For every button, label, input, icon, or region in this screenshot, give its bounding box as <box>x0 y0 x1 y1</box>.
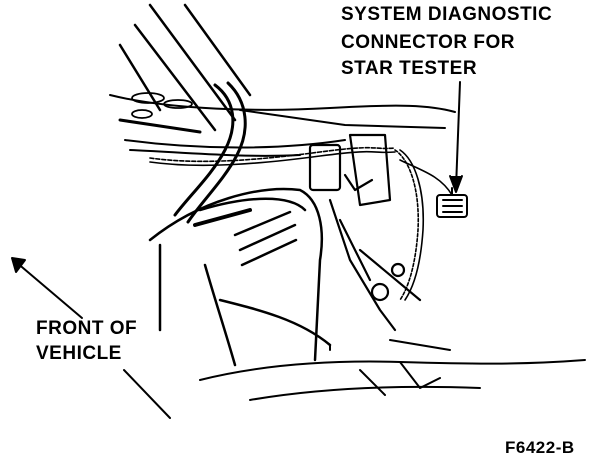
front-of-vehicle-label-line-2: VEHICLE <box>36 343 122 364</box>
wiring-harness <box>149 146 453 301</box>
defrost-vents <box>118 92 202 134</box>
callout-label-line-1: SYSTEM DIAGNOSTIC <box>341 4 553 25</box>
figure-code: F6422-B <box>505 438 575 457</box>
callout-label-line-2: CONNECTOR FOR <box>341 32 515 53</box>
front-of-vehicle-label-line-1: FRONT OF <box>36 318 138 339</box>
dashboard-contour <box>109 94 456 157</box>
pedal-bracket <box>308 133 422 332</box>
diagnostic-connector <box>436 187 468 218</box>
steering-column <box>173 81 247 224</box>
front-direction-arrow <box>11 257 171 419</box>
floor-contour <box>199 339 586 401</box>
callout-label-line-3: STAR TESTER <box>341 58 478 79</box>
windshield-frame <box>118 3 252 132</box>
kick-panel <box>148 187 332 367</box>
callout-leader-arrow <box>449 81 463 193</box>
